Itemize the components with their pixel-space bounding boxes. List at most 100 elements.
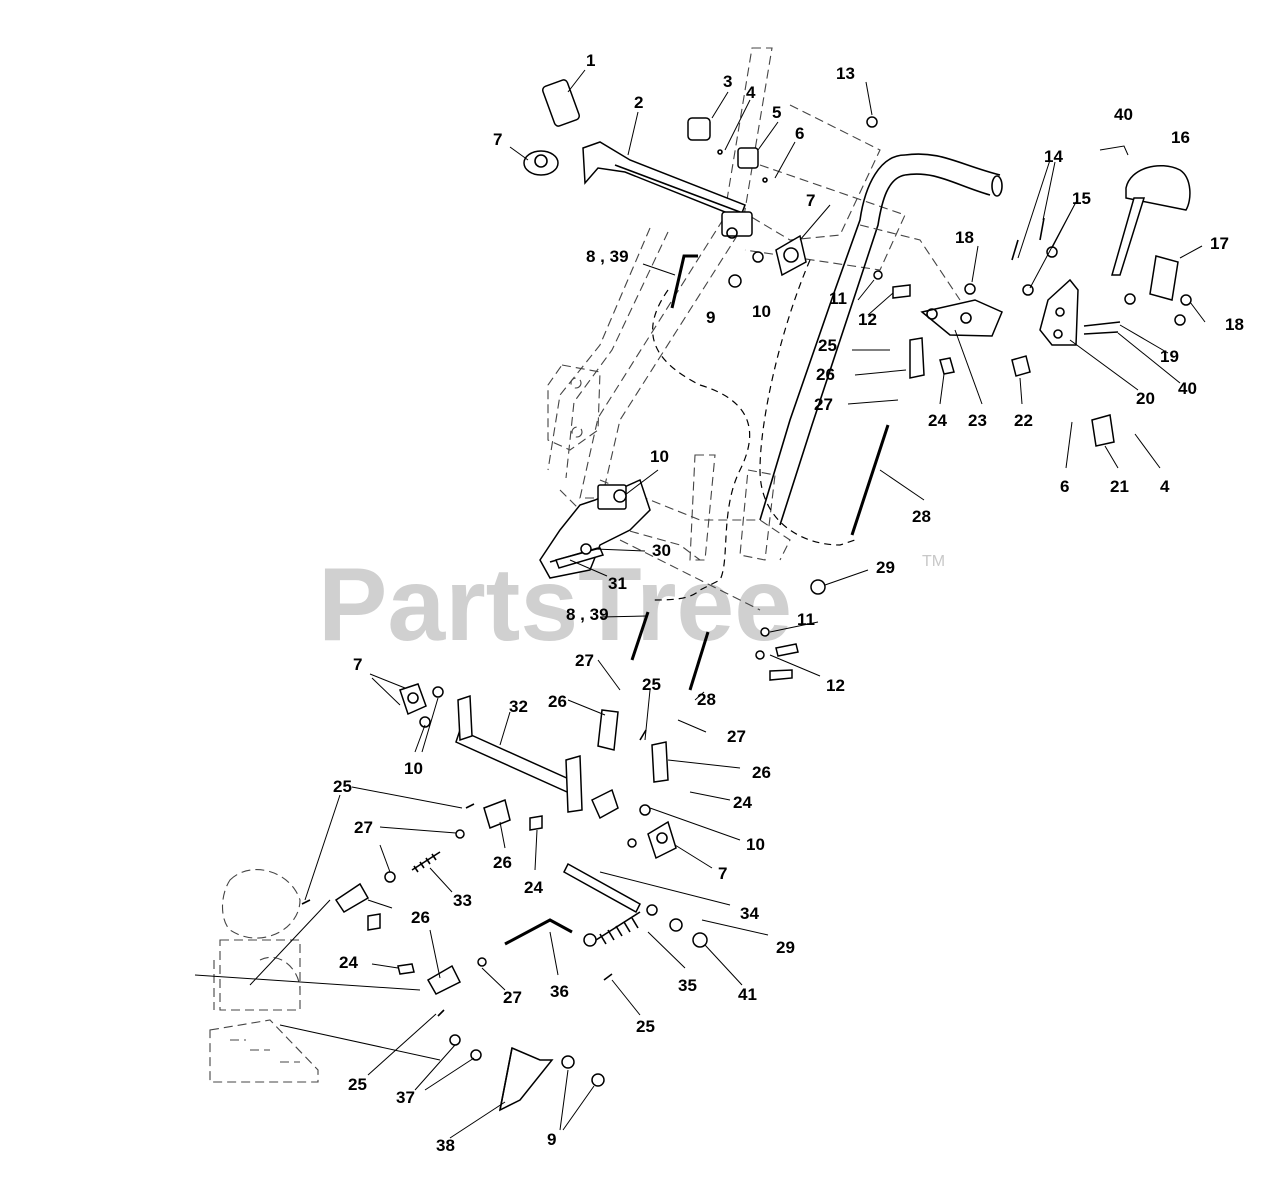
callout-label: 5 bbox=[772, 103, 781, 122]
plate-23 bbox=[920, 299, 1003, 337]
callout-label: 10 bbox=[746, 835, 765, 854]
rod-8-39-lower bbox=[630, 611, 650, 661]
callout-label: 29 bbox=[776, 938, 795, 957]
callout-label: 15 bbox=[1072, 189, 1091, 208]
clevis-26-upper bbox=[909, 337, 925, 379]
leader-lines bbox=[194, 69, 1206, 1139]
callout-label: 29 bbox=[876, 558, 895, 577]
grip-1 bbox=[541, 79, 581, 127]
rod-28-lower bbox=[688, 631, 710, 691]
callout-labels: 1 2 3 4 5 6 7 7 8 , 39 9 10 13 11 12 18 … bbox=[333, 51, 1244, 1155]
callout-label: 1 bbox=[586, 51, 595, 70]
callout-label: 28 bbox=[697, 690, 716, 709]
callout-label: 19 bbox=[1160, 347, 1179, 366]
callout-label: 26 bbox=[816, 365, 835, 384]
cable-route bbox=[649, 259, 856, 601]
callout-label: 41 bbox=[738, 985, 757, 1004]
callout-label: 6 bbox=[1060, 477, 1069, 496]
callout-label: 11 bbox=[797, 610, 815, 629]
callout-label: 31 bbox=[608, 574, 627, 593]
callout-label: 24 bbox=[928, 411, 947, 430]
callout-label: 35 bbox=[678, 976, 697, 995]
bracket-17 bbox=[1149, 255, 1179, 301]
callout-label: 33 bbox=[453, 891, 472, 910]
callout-label: 25 bbox=[333, 777, 352, 796]
watermark: PartsTree TM bbox=[318, 547, 945, 663]
callout-label: 26 bbox=[493, 853, 512, 872]
callout-label: 14 bbox=[1044, 147, 1063, 166]
bracket-38 bbox=[498, 1046, 554, 1112]
callout-label: 24 bbox=[339, 953, 358, 972]
callout-label: 28 bbox=[912, 507, 931, 526]
callout-label: 21 bbox=[1110, 477, 1129, 496]
watermark-trademark: TM bbox=[922, 553, 945, 570]
callout-label: 10 bbox=[650, 447, 669, 466]
callout-label: 34 bbox=[740, 904, 759, 923]
callout-label: 7 bbox=[718, 864, 727, 883]
callout-label: 2 bbox=[634, 93, 643, 112]
callout-label: 6 bbox=[795, 124, 804, 143]
engine-ghost bbox=[209, 869, 319, 1083]
rod-36 bbox=[504, 918, 573, 946]
callout-label: 24 bbox=[524, 878, 543, 897]
callout-label: 8 , 39 bbox=[586, 247, 629, 266]
callout-label: 4 bbox=[746, 83, 756, 102]
callout-label: 7 bbox=[493, 130, 502, 149]
callout-label: 7 bbox=[353, 655, 362, 674]
spring-35 bbox=[595, 911, 641, 941]
callout-label: 11 bbox=[829, 289, 847, 308]
callout-label: 17 bbox=[1210, 234, 1229, 253]
mid-bracket bbox=[539, 478, 826, 691]
callout-label: 37 bbox=[396, 1088, 415, 1107]
upper-control-lever bbox=[523, 79, 911, 309]
callout-label: 9 bbox=[706, 308, 715, 327]
callout-label: 12 bbox=[858, 310, 877, 329]
callout-label: 40 bbox=[1178, 379, 1197, 398]
rod-8-39-upper bbox=[670, 254, 698, 309]
bushing-7a bbox=[523, 150, 559, 176]
callout-label: 12 bbox=[826, 676, 845, 695]
shaft-32 bbox=[455, 728, 581, 798]
lower-linkage bbox=[301, 683, 708, 1112]
callout-label: 27 bbox=[503, 988, 522, 1007]
callout-label: 18 bbox=[1225, 315, 1244, 334]
callout-label: 24 bbox=[733, 793, 752, 812]
callout-label: 10 bbox=[404, 759, 423, 778]
callout-label: 25 bbox=[636, 1017, 655, 1036]
callout-label: 22 bbox=[1014, 411, 1033, 430]
callout-label: 8 , 39 bbox=[566, 605, 609, 624]
callout-label: 30 bbox=[652, 541, 671, 560]
bolt-34 bbox=[563, 862, 641, 914]
callout-label: 26 bbox=[752, 763, 771, 782]
bolt-22 bbox=[1011, 355, 1031, 377]
callout-label: 36 bbox=[550, 982, 569, 1001]
callout-label: 38 bbox=[436, 1136, 455, 1155]
bushing-7c bbox=[399, 683, 427, 716]
callout-label: 4 bbox=[1160, 477, 1170, 496]
clip-21 bbox=[1091, 414, 1115, 447]
callout-label: 16 bbox=[1171, 128, 1190, 147]
callout-label: 32 bbox=[509, 697, 528, 716]
callout-label: 27 bbox=[727, 727, 746, 746]
callout-label: 27 bbox=[814, 395, 833, 414]
rod-28-upper bbox=[850, 424, 890, 536]
callout-label: 26 bbox=[548, 692, 567, 711]
bushing-7b bbox=[775, 234, 807, 277]
callout-label: 25 bbox=[642, 675, 661, 694]
right-side-control bbox=[850, 165, 1192, 536]
callout-label: 40 bbox=[1114, 105, 1133, 124]
callout-label: 18 bbox=[955, 228, 974, 247]
callout-label: 20 bbox=[1136, 389, 1155, 408]
bushing-7d bbox=[647, 820, 677, 860]
callout-label: 3 bbox=[723, 72, 732, 91]
callout-label: 10 bbox=[752, 302, 771, 321]
bracket-20 bbox=[1039, 278, 1079, 346]
callout-label: 9 bbox=[547, 1130, 556, 1149]
block-5 bbox=[737, 147, 759, 169]
callout-label: 27 bbox=[575, 651, 594, 670]
callout-label: 25 bbox=[348, 1075, 367, 1094]
callout-label: 26 bbox=[411, 908, 430, 927]
knob-3 bbox=[687, 117, 711, 141]
spring-33 bbox=[411, 851, 441, 871]
